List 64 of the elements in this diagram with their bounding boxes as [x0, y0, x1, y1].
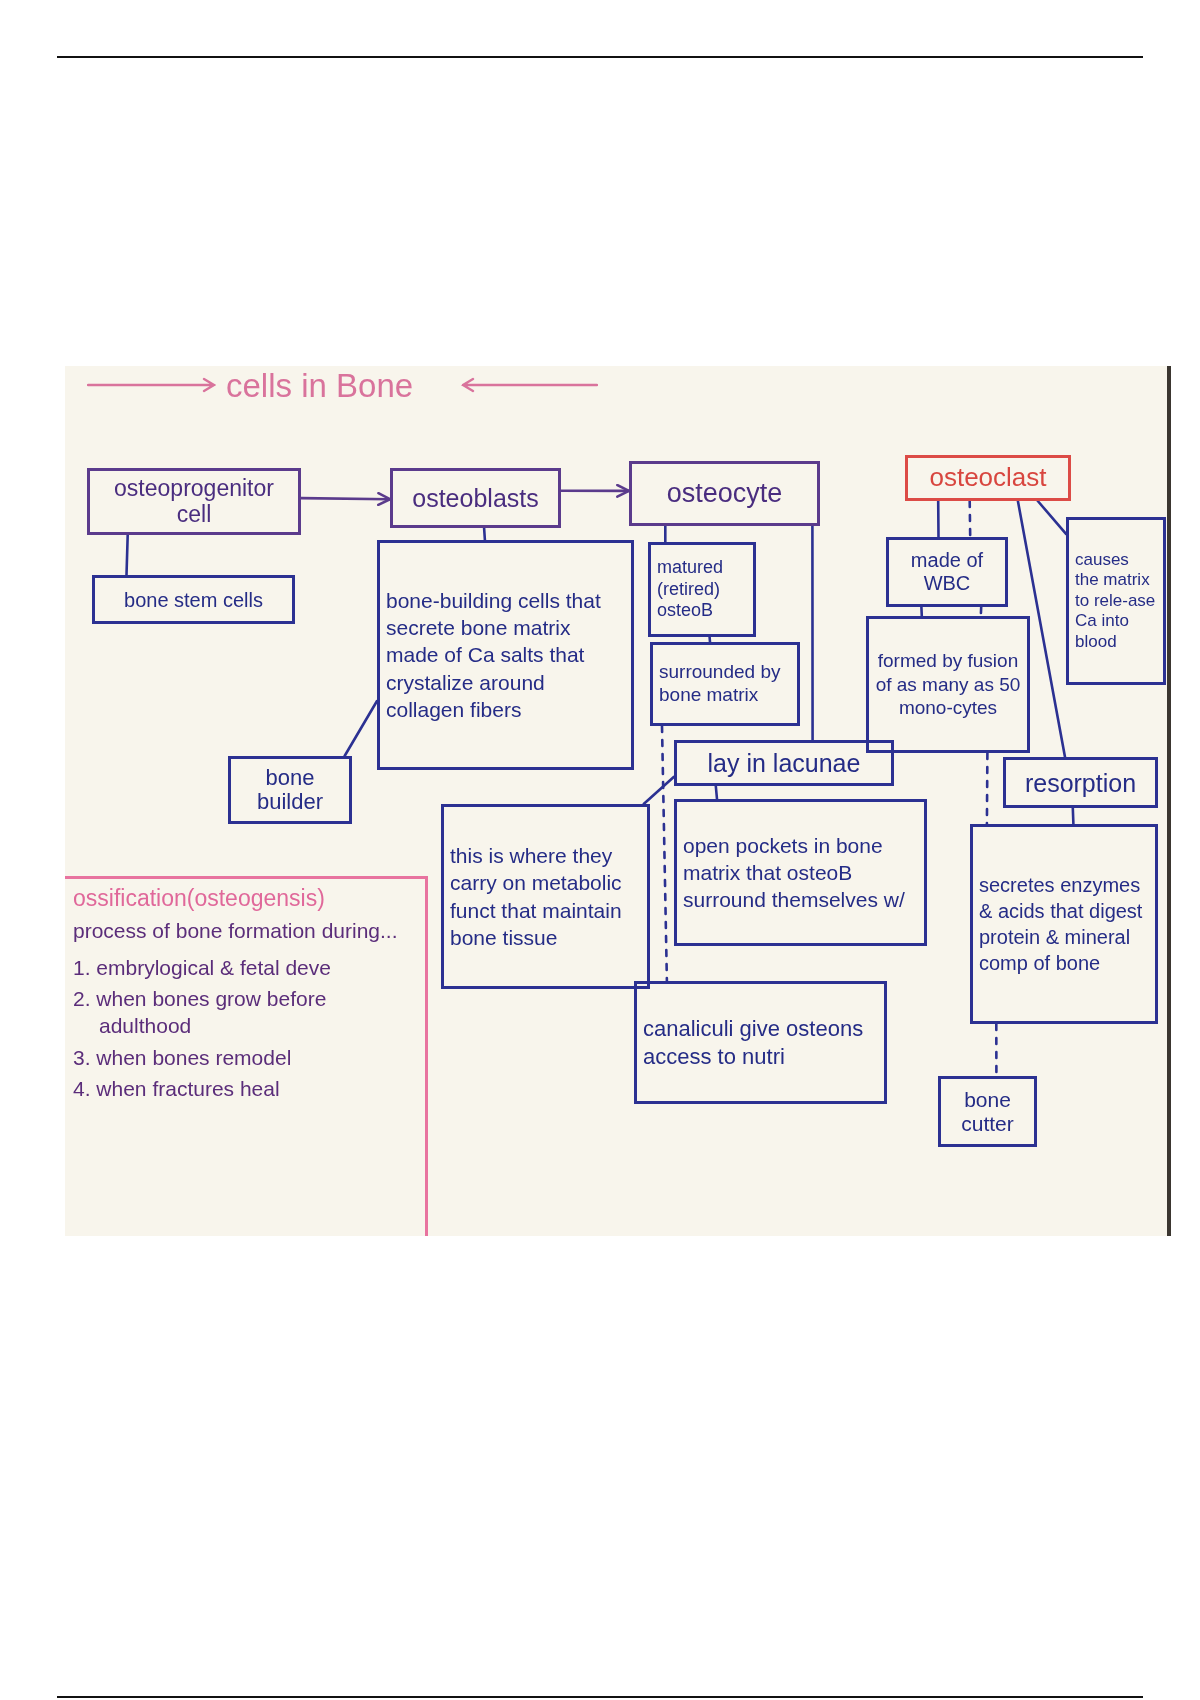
- connector-line: [811, 524, 814, 742]
- connector-line: [125, 533, 129, 577]
- note-text: matured (retired) osteoB: [657, 557, 725, 622]
- info-panel: [65, 876, 428, 1236]
- connector-line: [482, 526, 487, 542]
- list-item: 1. embrylogical & fetal deve: [73, 954, 332, 981]
- connector-line: [1071, 806, 1075, 826]
- note-box: [674, 740, 894, 786]
- cell-type-label: osteocyte: [665, 477, 784, 510]
- connector-line: [714, 784, 719, 801]
- note-text: made of WBC: [909, 549, 985, 595]
- dashed-connector: [968, 499, 972, 539]
- note-box: [377, 540, 634, 770]
- diagram-title: cells in Bone: [226, 366, 414, 406]
- note-box: [674, 799, 927, 946]
- note-text: resorption: [1023, 767, 1138, 798]
- note-text: bone stem cells: [123, 587, 264, 612]
- note-text: bone-building cells that secrete bone matrix made of Ca salts that crystalize around collagen fibers: [386, 587, 602, 723]
- connector-line: [708, 635, 712, 644]
- note-text: causes the matrix to rele-ase Ca into blood: [1075, 550, 1157, 652]
- cell-type-label: osteoprogenitor cell: [113, 476, 275, 527]
- cell-type-label: osteoblasts: [411, 483, 540, 513]
- note-box: [634, 981, 887, 1104]
- note-text: lay in lacunae: [706, 748, 862, 778]
- note-text: bone builder: [255, 765, 324, 815]
- body-text: process of bone formation during...: [73, 917, 399, 944]
- note-text: surrounded by bone matrix: [659, 661, 782, 707]
- cell-type-box: [629, 461, 820, 526]
- note-text: this is where they carry on metabolic funct that maintain bone tissue: [450, 842, 623, 951]
- list-item: 2. when bones grow before adulthood: [73, 986, 328, 1040]
- note-text: secretes enzymes & acids that digest protein & mineral comp of bone: [979, 873, 1144, 976]
- cell-type-box: [905, 455, 1071, 501]
- note-text: formed by fusion of as many as 50 mono-cytes: [875, 648, 1021, 721]
- note-text: bone cutter: [960, 1088, 1015, 1135]
- note-box: [886, 537, 1008, 607]
- note-box: [938, 1076, 1037, 1147]
- note-text: open pockets in bone matrix that osteoB surround themselves w/: [683, 832, 906, 914]
- note-box: [441, 804, 650, 989]
- cell-type-box: [87, 468, 301, 535]
- connector-line: [920, 605, 924, 618]
- note-box: [648, 542, 756, 637]
- connector-line: [1016, 499, 1067, 759]
- note-box: [866, 616, 1030, 753]
- cell-type-label: osteoclast: [928, 462, 1048, 494]
- connector-line: [1036, 499, 1068, 536]
- connector-line: [936, 499, 940, 539]
- cell-type-box: [390, 468, 561, 528]
- note-box: [92, 575, 295, 624]
- note-box: [1003, 757, 1158, 808]
- note-box: [1066, 517, 1166, 685]
- list-item: 3. when bones remodel: [73, 1044, 293, 1071]
- arrow: [559, 483, 631, 498]
- connector-line: [642, 775, 676, 806]
- note-box: [228, 756, 352, 824]
- note-box: [650, 642, 800, 726]
- arrow: [299, 491, 392, 507]
- connector-line: [664, 524, 667, 544]
- dashed-connector: [985, 751, 989, 826]
- note-box: [970, 824, 1158, 1024]
- note-text: canaliculi give osteons access to nutri: [643, 1015, 865, 1070]
- dashed-connector: [660, 724, 669, 983]
- list-item: 4. when fractures heal: [73, 1076, 281, 1103]
- connector-line: [343, 699, 379, 758]
- section-heading: ossification(osteogensis): [73, 885, 326, 913]
